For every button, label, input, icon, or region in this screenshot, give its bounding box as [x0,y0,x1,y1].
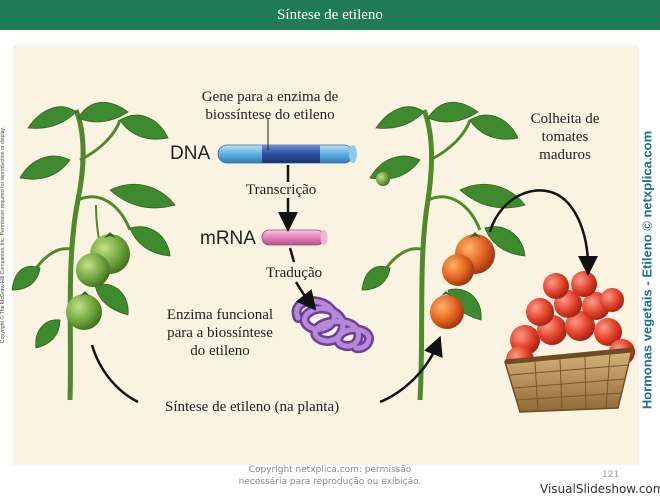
harvest-label-line-1: Colheita de [530,111,600,127]
ripening-tomato-plant [361,101,526,401]
dna-label: DNA [170,143,211,164]
mrna-molecule [261,229,328,246]
harvest-label-line-2: tomates [541,129,589,145]
footer-line-2: necessária para reprodução ou exibição. [238,477,422,487]
synthesis-label: Síntese de etileno (na planta) [165,399,340,415]
page-number: 121 [602,470,620,480]
enzyme-label-line-3: do etileno [190,343,250,359]
transcription-label: Transcrição [246,182,317,198]
dna-molecule [217,144,357,164]
enzyme-label-line-2: para a biossíntese [167,325,273,341]
enzyme-label-line-1: Enzima funcional [166,307,274,323]
enzyme-protein [291,296,374,354]
enzyme-label: Enzima funcional para a biossíntese do e… [150,306,290,360]
synthesis-arc-right [379,335,443,404]
slide-title-bar: Síntese de etileno [0,0,660,30]
footer-line-1: Copyright netxplica.com: permissão [248,465,412,475]
gene-label: Gene para a enzima de biossíntese do eti… [180,88,360,124]
harvest-arrow [488,189,598,276]
watermark: VisualSlideshow.com [540,482,660,496]
unripe-tomato-plant [11,101,176,401]
translation-arrow [294,281,317,311]
gene-label-line-1: Gene para a enzima de [201,89,339,105]
translation-label: Tradução [266,265,323,281]
slide-title: Síntese de etileno [277,7,383,23]
tomato-basket [504,271,635,413]
synthesis-arc-left [90,344,139,404]
translation-stem [288,247,296,263]
footer-copyright: Copyright netxplica.com: permissão neces… [220,464,440,488]
mrna-label: mRNA [200,228,256,249]
gene-label-line-2: biossíntese do etileno [205,107,335,123]
harvest-label: Colheita de tomates maduros [510,110,620,164]
harvest-label-line-3: maduros [539,147,591,163]
